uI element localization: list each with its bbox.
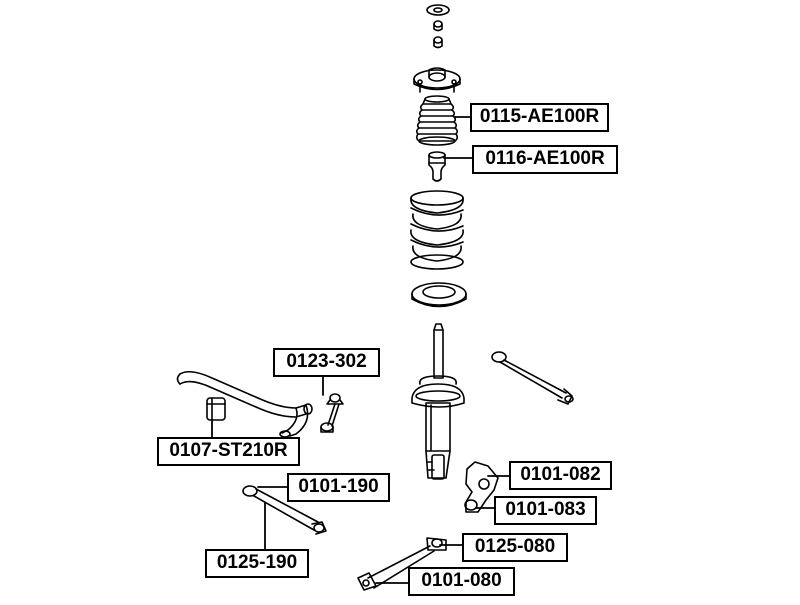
part-label-0101-190: 0101-190: [287, 473, 390, 502]
stabilizer-link: [320, 393, 344, 433]
shock-absorber: [411, 323, 465, 480]
spring-seat: [411, 282, 467, 308]
lower-arm-left: [242, 485, 327, 535]
part-label-0101-083: 0101-083: [494, 496, 597, 525]
upper-bushing: [433, 20, 443, 32]
bump-stop: [428, 151, 446, 182]
top-washer: [426, 4, 450, 16]
part-label-0101-080: 0101-080: [408, 567, 515, 596]
stabilizer-bar: [176, 370, 313, 438]
part-label-0125-080: 0125-080: [462, 533, 568, 562]
lower-arm-right: [357, 537, 447, 591]
part-label-0123-302: 0123-302: [273, 348, 380, 377]
stabilizer-bushing: [206, 397, 226, 421]
part-label-0115-ae100r: 0115-AE100R: [470, 103, 609, 132]
lower-bushing: [433, 36, 443, 49]
lateral-arm-upper: [491, 351, 574, 405]
strut-mount: [413, 67, 461, 93]
part-label-0107-st210r: 0107-ST210R: [157, 437, 300, 466]
part-label-0101-082: 0101-082: [509, 461, 612, 490]
dust-boot: [415, 95, 459, 146]
coil-spring: [410, 190, 464, 270]
part-label-0116-ae100r: 0116-AE100R: [472, 145, 618, 174]
part-label-0125-190: 0125-190: [205, 549, 309, 578]
leader-lines: [211, 116, 513, 584]
rear-knuckle: [464, 461, 499, 513]
